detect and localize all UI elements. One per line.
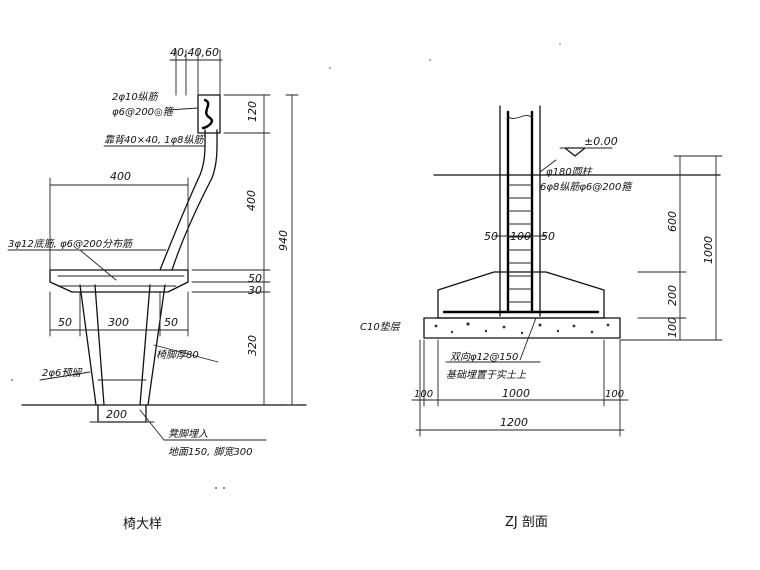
dim-b1200: 1200	[500, 416, 528, 429]
dim-50: 50	[248, 272, 262, 285]
dim-w300: 300	[108, 316, 129, 329]
dim-w50b: 50	[164, 316, 178, 329]
dim-400: 400	[245, 190, 258, 211]
dim-120: 120	[246, 101, 259, 122]
bench-left-leg	[79, 284, 105, 406]
bench-detail: 40,40,60 120 400 50 30 320 940 400 50 30…	[7, 46, 307, 532]
dim-w50a: 50	[58, 316, 72, 329]
column-rebar-hook	[507, 114, 533, 120]
zj-section: ±0.00	[360, 105, 723, 530]
bench-backrest-back	[171, 129, 218, 271]
bench-seat-slab	[49, 269, 189, 293]
column-stirrups	[507, 184, 533, 303]
dim-c50b: 50	[541, 230, 555, 243]
note-cushion: C10垫层	[360, 321, 401, 333]
note-footing-1: 双向φ12@150	[450, 351, 518, 363]
note-embed-1: 凳脚埋入	[168, 428, 208, 440]
note-footing-2: 基础埋置于实土上	[446, 369, 527, 381]
dim-600: 600	[666, 211, 679, 232]
top-spacing-label: 40,40,60	[170, 46, 219, 59]
leader-preset	[39, 371, 91, 381]
leader-slab-arrow	[79, 249, 117, 281]
cushion-aggregate	[434, 322, 610, 335]
bench-right-leg	[139, 284, 166, 406]
bench-caption: 椅大样	[123, 517, 162, 532]
note-column-1: φ180圆柱	[546, 166, 594, 178]
dim-100: 100	[666, 317, 679, 338]
note-embed-2: 地面150, 脚宽300	[168, 446, 253, 458]
leader-column	[539, 159, 557, 173]
dim-w200: 200	[106, 408, 127, 421]
bench-backrest-front	[159, 129, 206, 271]
dim-w400: 400	[110, 170, 131, 183]
dim-200: 200	[666, 285, 679, 306]
note-slab: 3φ12底筋, φ6@200分布筋	[8, 238, 134, 250]
elev-label: ±0.00	[584, 135, 618, 148]
elev-triangle	[564, 147, 586, 157]
dim-320: 320	[246, 335, 259, 356]
scan-specks	[11, 43, 561, 489]
note-rebar-top-2: φ6@200◎箍	[112, 106, 175, 118]
note-preset: 2φ6预留	[42, 367, 83, 379]
note-rebar-top-1: 2φ10纵筋	[112, 91, 160, 103]
dim-940: 940	[277, 230, 290, 251]
dim-b100a: 100	[414, 389, 433, 400]
dim-1000: 1000	[702, 236, 715, 264]
dim-b1000: 1000	[502, 387, 530, 400]
dim-30: 30	[248, 284, 262, 297]
dim-c50a: 50	[484, 230, 498, 243]
leader-footing	[519, 317, 537, 361]
bench-backrest-top	[197, 94, 221, 134]
bench-stirrup-hook	[201, 98, 214, 130]
dim-c100: 100	[510, 230, 531, 243]
cushion-layer	[423, 317, 621, 339]
note-column-2: 6φ8纵筋φ6@200箍	[540, 181, 633, 193]
leader-rebar-top	[167, 107, 199, 111]
note-leg: 椅脚厚80	[156, 349, 199, 361]
leader-embed	[139, 409, 165, 441]
zj-caption: ZJ 剖面	[505, 515, 548, 530]
leader-leg	[153, 344, 219, 363]
dim-b100b: 100	[605, 389, 624, 400]
note-backrest: 靠背40×40, 1φ8纵筋	[104, 134, 206, 146]
